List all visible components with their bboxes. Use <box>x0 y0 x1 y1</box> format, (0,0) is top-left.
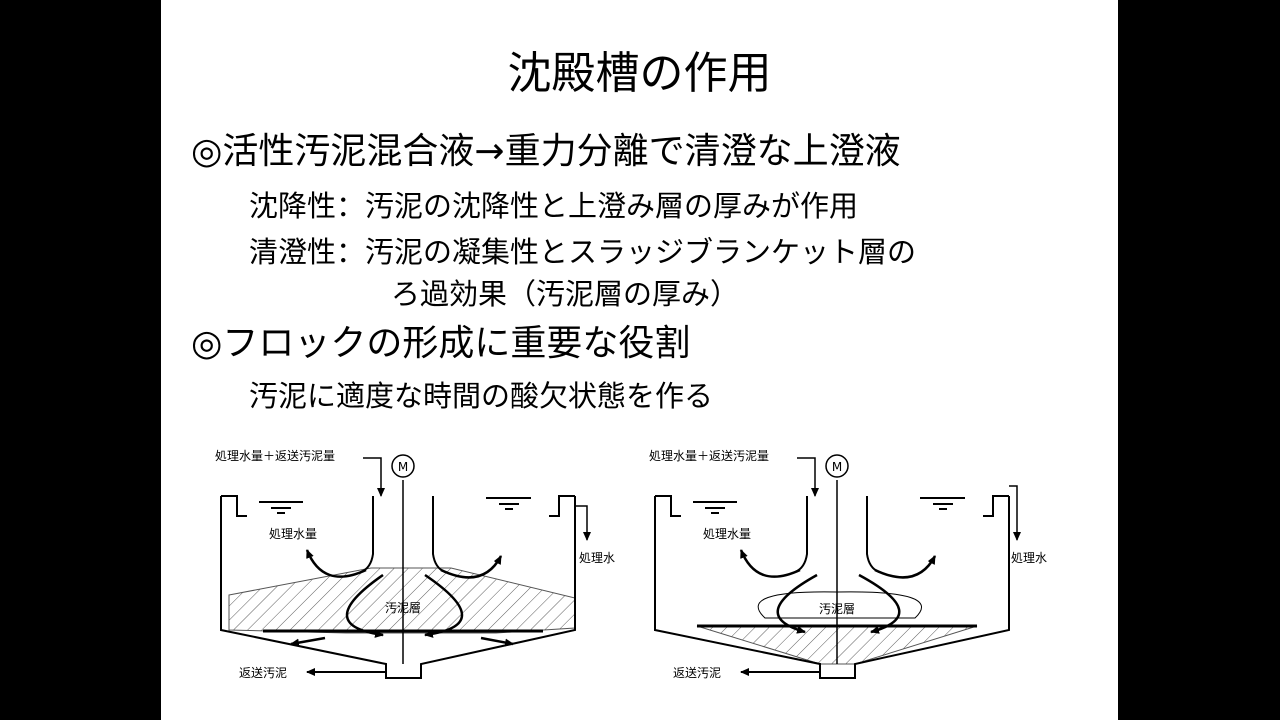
sludge-blanket-label: 汚泥層 <box>385 601 421 615</box>
settling-tank-diagram-thick-blanket: M 処理水量＋返送汚泥量 処理水量 処理水 汚泥層 返送汚泥 <box>215 448 615 680</box>
motor-icon <box>391 454 415 478</box>
treated-water-zone-label: 処理水量 <box>703 527 751 541</box>
return-sludge-label: 返送汚泥 <box>239 665 287 680</box>
motor-icon <box>825 454 849 478</box>
outflow-label: 処理水 <box>1011 551 1047 565</box>
outflow-label: 処理水 <box>579 551 615 565</box>
inflow-label: 処理水量＋返送汚泥量 <box>649 448 769 463</box>
inflow-arrow <box>797 457 819 497</box>
outflow-arrow <box>575 505 591 541</box>
sub-clarity: 清澄性：汚泥の凝集性とスラッジブランケット層の <box>249 235 917 269</box>
outflow-arrow <box>1009 485 1021 541</box>
sludge-blanket-label: 汚泥層 <box>819 602 855 616</box>
slide-title: 沈殿槽の作用 <box>507 48 772 99</box>
sub-clarity-continued: ろ過効果（汚泥層の厚み） <box>391 277 740 311</box>
motor-label: M <box>832 460 842 474</box>
return-sludge-label: 返送汚泥 <box>673 665 721 680</box>
inflow-label: 処理水量＋返送汚泥量 <box>215 448 335 463</box>
inflow-arrow <box>363 457 385 497</box>
treated-water-zone-label: 処理水量 <box>269 527 317 541</box>
motor-label: M <box>398 460 408 474</box>
sub-settleability: 沈降性：汚泥の沈降性と上澄み層の厚みが作用 <box>249 189 859 223</box>
slide: 沈殿槽の作用 ◎活性汚泥混合液→重力分離で清澄な上澄液 沈降性：汚泥の沈降性と上… <box>161 0 1118 720</box>
settling-tank-diagram-thin-blanket: M 処理水量＋返送汚泥量 処理水量 処理水 汚泥層 返送汚泥 <box>649 448 1047 680</box>
sub-anoxic-state: 汚泥に適度な時間の酸欠状態を作る <box>249 379 714 413</box>
bullet-gravity-separation: ◎活性汚泥混合液→重力分離で清澄な上澄液 <box>191 131 901 172</box>
bullet-floc-formation: ◎フロックの形成に重要な役割 <box>191 323 691 364</box>
